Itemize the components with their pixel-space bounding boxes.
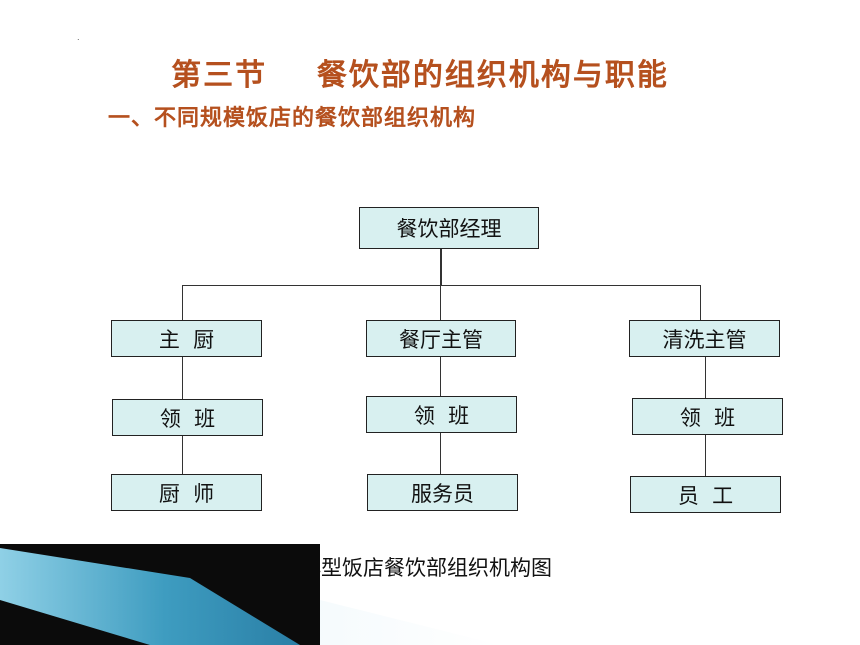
- connector-hall-lead: [440, 356, 441, 397]
- swoosh-dark-wedge: [0, 600, 150, 645]
- connector-horizontal: [182, 285, 701, 286]
- org-node-kitchen-lead: 领 班: [112, 399, 263, 436]
- org-node-waiter: 服务员: [367, 474, 518, 511]
- org-node-worker: 员 工: [630, 476, 781, 513]
- org-node-wash-lead: 领 班: [632, 398, 783, 435]
- org-node-hall-supervisor: 餐厅主管: [366, 320, 516, 357]
- org-node-cook: 厨 师: [111, 474, 262, 511]
- section-subtitle: 一、不同规模饭店的餐饮部组织机构: [108, 106, 477, 131]
- org-node-head-chef: 主 厨: [111, 320, 262, 357]
- org-node-root: 餐饮部经理: [359, 207, 539, 249]
- connector-lead-worker: [705, 434, 706, 476]
- connector-branch-2: [440, 285, 441, 320]
- stray-dot: .: [77, 33, 80, 42]
- connector-chef-lead: [182, 356, 183, 399]
- connector-wash-lead: [705, 356, 706, 398]
- connector-root-down: [440, 248, 442, 286]
- connector-branch-1: [182, 285, 183, 320]
- section-title: 第三节 餐饮部的组织机构与职能: [171, 58, 669, 93]
- swoosh-blue-band: [0, 548, 300, 645]
- org-node-hall-lead: 领 班: [366, 396, 517, 433]
- connector-branch-3: [700, 285, 701, 320]
- connector-lead-cook: [182, 435, 183, 475]
- diagram-caption: 小型饭店餐饮部组织机构图: [300, 556, 552, 580]
- connector-lead-waiter: [440, 432, 441, 474]
- org-node-wash-supervisor: 清洗主管: [629, 320, 780, 357]
